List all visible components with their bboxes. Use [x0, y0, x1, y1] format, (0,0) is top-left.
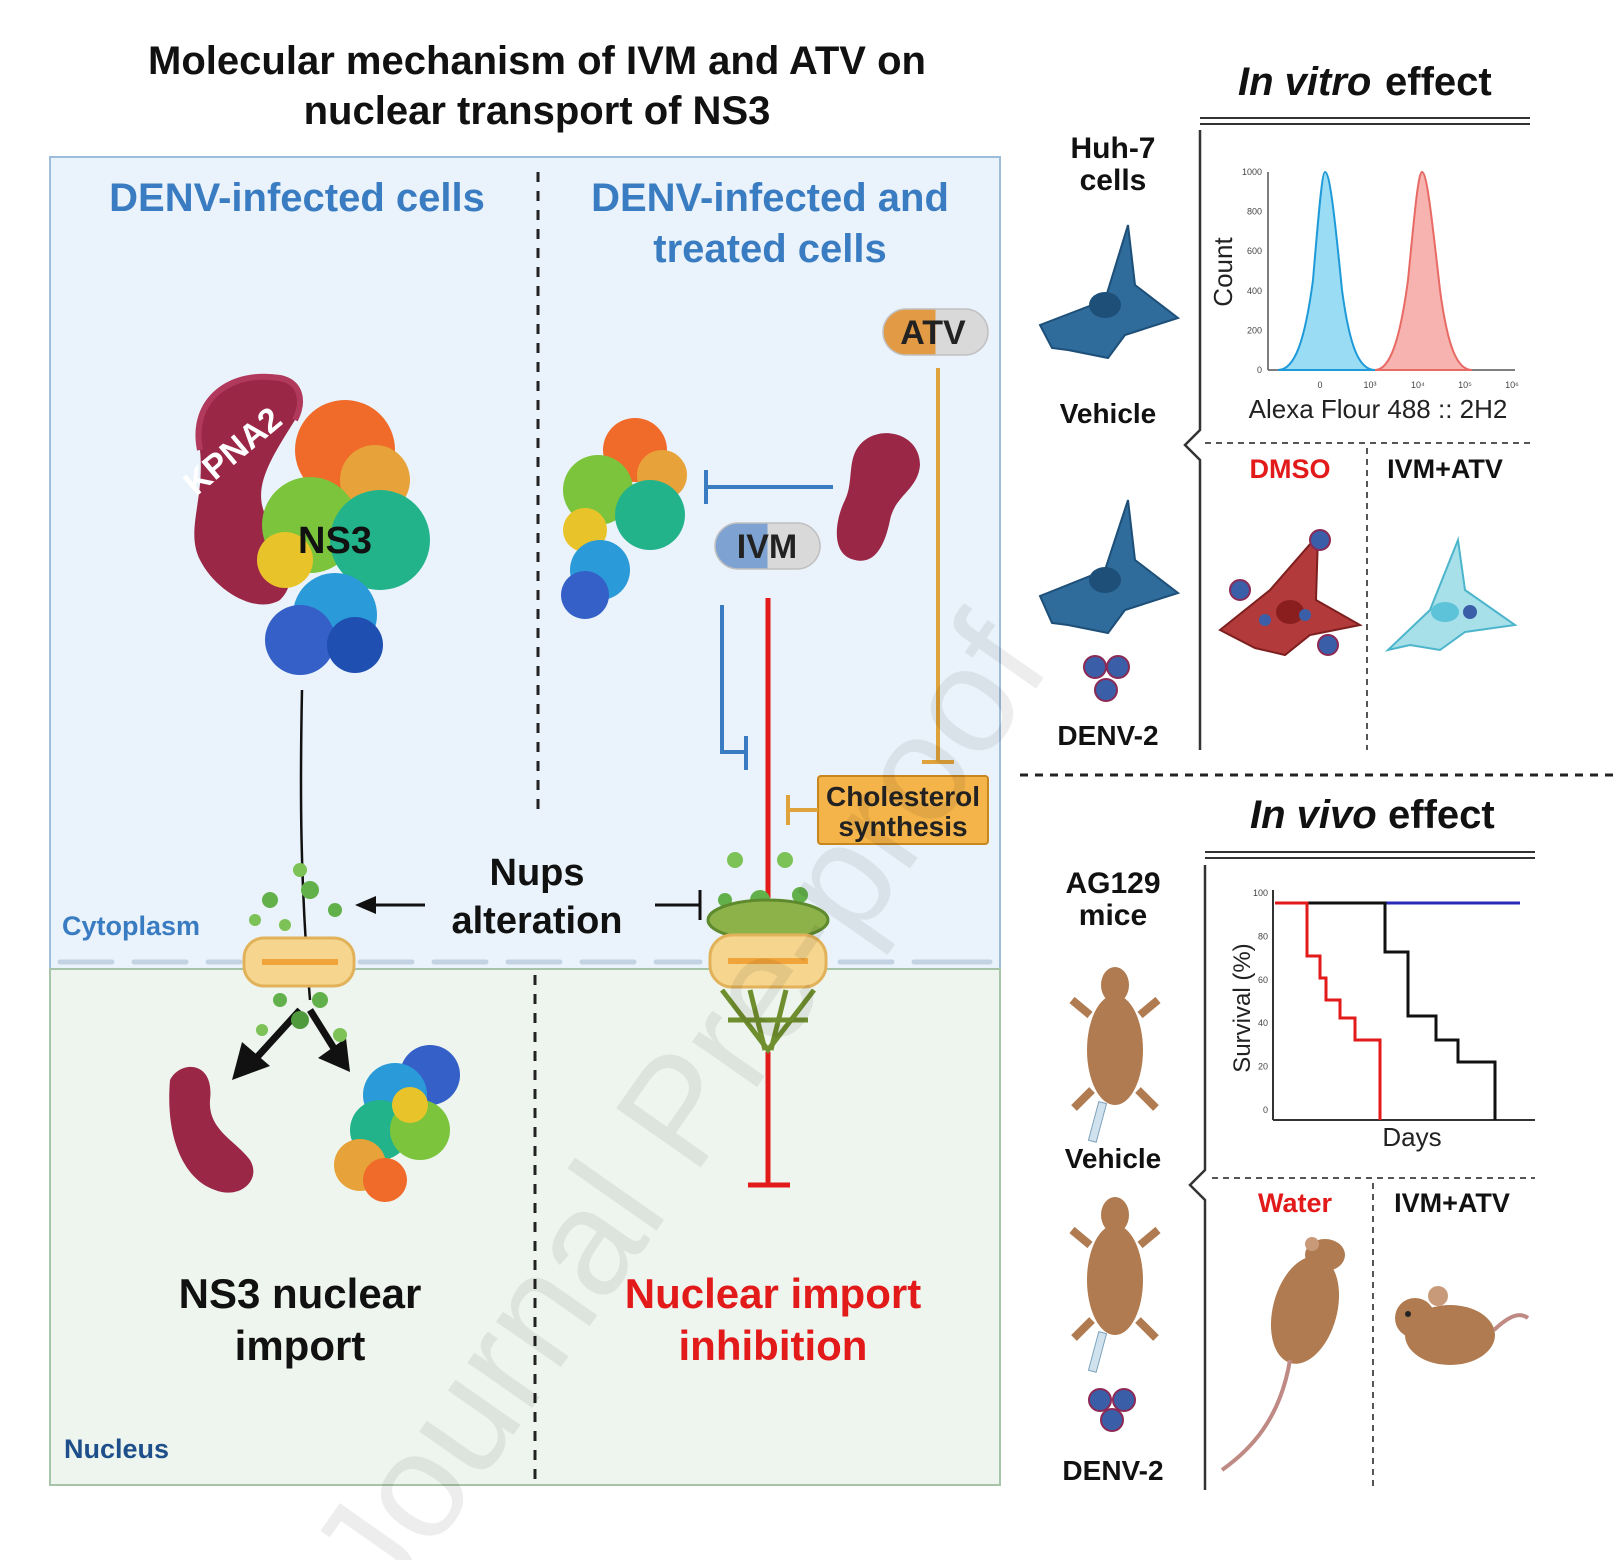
- survival-ytick: 0: [1263, 1105, 1268, 1115]
- atv-label: ATV: [900, 314, 966, 352]
- ns3-label: NS3: [298, 520, 372, 562]
- treated-cell-ivm-atv: [1384, 536, 1518, 652]
- nucleus-label: Nucleus: [64, 1434, 169, 1464]
- histogram-ytick: 800: [1247, 207, 1262, 217]
- histogram-ytick: 1000: [1242, 167, 1262, 177]
- ag129-label-2: mice: [1079, 899, 1147, 932]
- infected-cell-dmso: [1218, 529, 1363, 657]
- result-left-2: import: [235, 1322, 366, 1369]
- result-right-1: Nuclear import: [625, 1270, 921, 1317]
- histogram-xtick: 10⁵: [1458, 380, 1472, 390]
- histogram-xtick: 10³: [1363, 380, 1376, 390]
- mouse-denv: [1069, 1197, 1161, 1373]
- huh7-cell-denv: [1038, 499, 1181, 635]
- main-title-line2: nuclear transport of NS3: [304, 89, 771, 133]
- denv2-virions-vivo: [1088, 1388, 1136, 1432]
- in-vitro-heading-rest: effect: [1385, 60, 1492, 104]
- huh7-cell-vehicle: [1038, 224, 1181, 360]
- survival-chart: 0 20 40 60 80 100: [1253, 888, 1535, 1121]
- histogram-ytick: 200: [1247, 325, 1262, 335]
- mouse-vehicle: [1069, 967, 1161, 1143]
- nuclear-pore-left: [242, 863, 356, 1042]
- survival-ytick: 40: [1258, 1018, 1268, 1028]
- infected-cells-title: DENV-infected cells: [109, 176, 485, 220]
- histogram-xtick: 10⁶: [1505, 380, 1519, 390]
- in-vitro-vehicle-label: Vehicle: [1060, 398, 1157, 429]
- result-right-2: inhibition: [679, 1322, 868, 1369]
- cholesterol-label-2: synthesis: [838, 811, 967, 842]
- cytoplasm-label: Cytoplasm: [62, 911, 200, 941]
- ivm-blue-inhibit: [720, 605, 746, 754]
- ns3-free: [561, 418, 687, 619]
- import-arrowhead-left: [232, 1042, 270, 1080]
- treated-cells-title-2: treated cells: [653, 227, 886, 271]
- healthy-mouse: [1395, 1286, 1530, 1365]
- treated-cells-title-1: DENV-infected and: [591, 176, 949, 220]
- atv-pill: [882, 308, 989, 356]
- ivm-label: IVM: [737, 528, 797, 566]
- in-vivo-brace: [1188, 865, 1207, 1490]
- histogram-ytick: 400: [1247, 286, 1262, 296]
- histogram-vehicle-peak: [1277, 170, 1376, 371]
- survival-ytick: 20: [1258, 1062, 1268, 1072]
- histogram-ytick: 600: [1247, 246, 1262, 256]
- cholesterol-label-1: Cholesterol: [826, 781, 980, 812]
- histogram-ylabel: Count: [1208, 237, 1238, 307]
- denv2-virions-vitro: [1083, 655, 1130, 702]
- ns3-nucleus: [334, 1045, 460, 1202]
- nups-label-1: Nups: [490, 852, 585, 894]
- survival-ytick: 60: [1258, 975, 1268, 985]
- in-vivo-ivm-atv-label: IVM+ATV: [1394, 1188, 1510, 1218]
- histogram-xtick: 0: [1317, 380, 1322, 390]
- in-vivo-vehicle-label: Vehicle: [1065, 1143, 1162, 1174]
- nups-label-2: alteration: [451, 900, 622, 942]
- histogram-xtick: 10⁴: [1411, 380, 1425, 390]
- histogram-xlabel: Alexa Flour 488 :: 2H2: [1249, 394, 1508, 424]
- histogram-denv-peak: [1374, 170, 1473, 371]
- histogram: 0 200 400 600 800 1000 0 10³ 10⁴ 10⁵ 10⁶: [1242, 167, 1519, 390]
- result-left-1: NS3 nuclear: [179, 1270, 422, 1317]
- nucleus-panel: [49, 968, 1001, 1486]
- nuclear-pore-right: [706, 852, 830, 1055]
- huh7-label-2: cells: [1080, 164, 1147, 197]
- huh7-label-1: Huh-7: [1071, 132, 1156, 165]
- survival-ylabel: Survival (%): [1229, 943, 1256, 1072]
- in-vivo-heading-italic: In vivo: [1250, 793, 1377, 837]
- ivm-pill: [714, 522, 821, 570]
- in-vitro-heading-italic: In vitro: [1238, 60, 1371, 104]
- in-vitro-denv-label: DENV-2: [1057, 720, 1158, 751]
- import-arrow-right: [307, 1008, 338, 1052]
- in-vitro-ivm-atv-label: IVM+ATV: [1387, 454, 1503, 484]
- survival-curve-vehicle: [1275, 901, 1497, 1120]
- in-vivo-denv-label: DENV-2: [1062, 1455, 1163, 1486]
- water-label: Water: [1258, 1188, 1333, 1218]
- survival-ytick: 100: [1253, 888, 1268, 898]
- ag129-label-1: AG129: [1065, 867, 1160, 900]
- in-vivo-heading-rest: effect: [1388, 793, 1495, 837]
- import-arrowhead-right: [318, 1038, 350, 1072]
- survival-xlabel: Days: [1382, 1122, 1441, 1152]
- kpna2-nucleus: [169, 1066, 254, 1193]
- main-title-line1: Molecular mechanism of IVM and ATV on: [148, 39, 926, 83]
- survival-curve-water: [1275, 901, 1382, 1120]
- sick-mouse: [1220, 1237, 1345, 1472]
- dmso-label: DMSO: [1250, 454, 1331, 484]
- kpna2-free: [836, 433, 920, 561]
- nups-arrowhead-left: [355, 896, 376, 914]
- histogram-ytick: 0: [1257, 365, 1262, 375]
- in-vitro-brace: [1183, 130, 1202, 750]
- survival-ytick: 80: [1258, 931, 1268, 941]
- kpna2-ns3-complex: [194, 373, 430, 675]
